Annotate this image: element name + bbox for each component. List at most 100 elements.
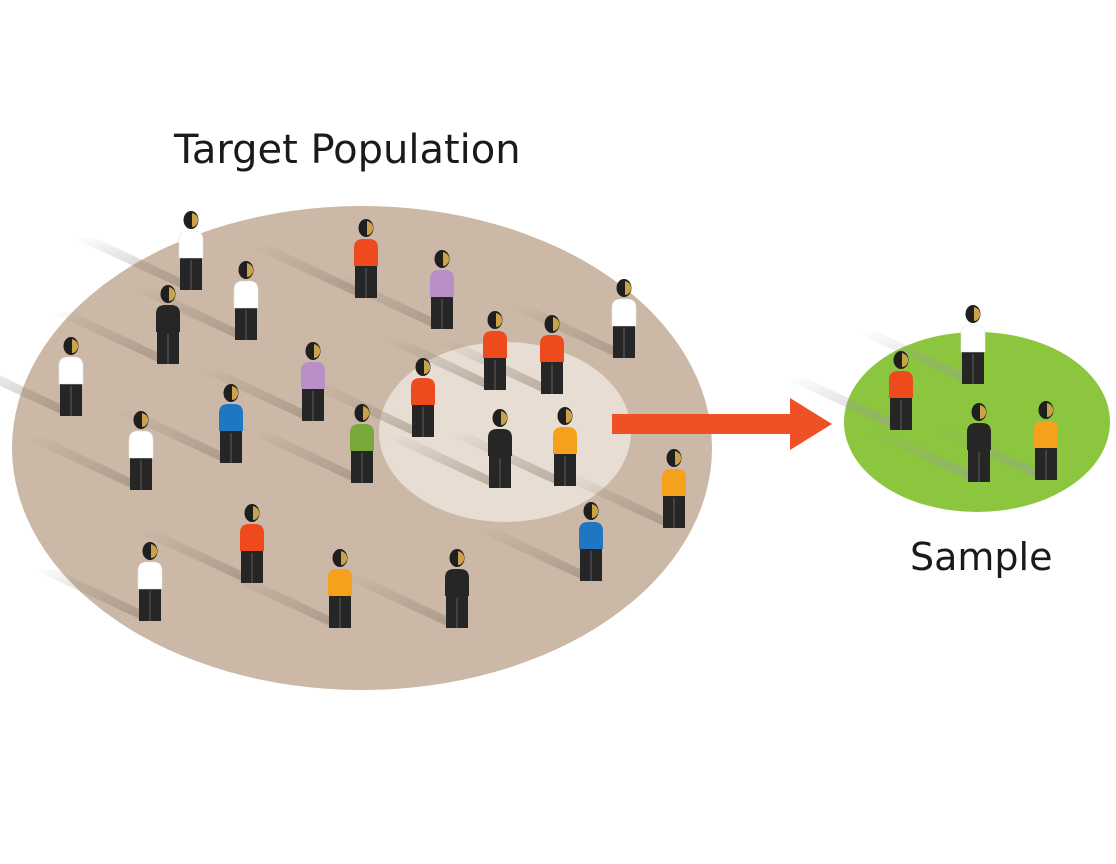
person-face	[192, 213, 199, 227]
person-leg-gap	[673, 498, 675, 528]
person-shadow	[377, 338, 505, 388]
person-shirt	[178, 230, 204, 259]
person-shirt	[445, 569, 469, 596]
person-leg-gap	[365, 268, 367, 298]
person-face	[1047, 403, 1054, 417]
population-person-red	[240, 504, 264, 583]
person-shirt	[662, 469, 686, 496]
population-person-white	[233, 261, 259, 340]
person-shirt	[889, 371, 913, 398]
person-shadow	[73, 238, 201, 288]
person-shirt	[540, 335, 564, 362]
person-shadow	[244, 431, 372, 481]
sample-people	[889, 305, 1058, 482]
person-leg-gap	[251, 553, 253, 583]
person-shadow	[506, 306, 634, 356]
arrow-head	[790, 398, 832, 450]
person-leg-gap	[590, 551, 592, 581]
person-leg-gap	[422, 407, 424, 437]
person-shirt	[611, 298, 637, 327]
person-shirt	[430, 270, 454, 297]
person-leg-gap	[245, 310, 247, 340]
sample-person-black	[967, 403, 991, 482]
population-title: Target Population	[173, 127, 521, 173]
population-person-white	[178, 211, 204, 290]
population-person-red	[540, 315, 564, 394]
person-shirt	[967, 423, 991, 450]
population-person-orange	[662, 449, 686, 528]
person-leg-gap	[190, 260, 192, 290]
population-person-red	[354, 219, 378, 298]
person-shadow	[382, 436, 510, 486]
person-face	[902, 353, 909, 367]
person-shadow	[556, 476, 684, 526]
person-face	[363, 406, 370, 420]
person-shirt	[411, 378, 435, 405]
person-shirt	[156, 305, 180, 332]
population-person-white	[128, 411, 154, 490]
population-person-blue	[219, 384, 243, 463]
person-leg-gap	[140, 460, 142, 490]
population-person-purple	[430, 250, 454, 329]
person-shadow	[473, 529, 601, 579]
person-shirt	[488, 429, 512, 456]
person-shadow	[783, 378, 911, 428]
person-shirt	[1034, 421, 1058, 448]
person-shadow	[195, 369, 323, 419]
person-face	[974, 307, 981, 321]
population-person-blue	[579, 502, 603, 581]
person-face	[566, 409, 573, 423]
person-shirt	[354, 239, 378, 266]
population-person-white	[611, 279, 637, 358]
person-shadow	[855, 332, 983, 382]
person-face	[314, 344, 321, 358]
person-face	[247, 263, 254, 277]
person-shadow	[134, 531, 262, 581]
population-people	[58, 211, 686, 628]
population-person-green	[350, 404, 374, 483]
person-shadow	[222, 576, 350, 626]
person-shirt	[233, 280, 259, 309]
arrow-shaft	[612, 414, 792, 434]
population-person-red	[411, 358, 435, 437]
person-leg-gap	[149, 591, 151, 621]
person-leg-gap	[623, 328, 625, 358]
person-shirt	[219, 404, 243, 431]
person-face	[592, 504, 599, 518]
person-shirt	[960, 324, 986, 353]
person-face	[424, 360, 431, 374]
person-shirt	[553, 427, 577, 454]
population-person-black	[445, 549, 469, 628]
person-face	[443, 252, 450, 266]
person-shirt	[350, 424, 374, 451]
right-arrow-icon	[612, 398, 832, 450]
sample-title: Sample	[910, 535, 1052, 579]
population-person-purple	[301, 342, 325, 421]
person-shirt	[128, 430, 154, 459]
person-shadow	[339, 576, 467, 626]
population-person-red	[483, 311, 507, 390]
person-leg-gap	[494, 360, 496, 390]
person-face	[253, 506, 260, 520]
person-face	[458, 551, 465, 565]
person-shirt	[240, 524, 264, 551]
person-leg-gap	[499, 458, 501, 488]
person-shirt	[301, 362, 325, 389]
person-leg-gap	[441, 299, 443, 329]
person-leg-gap	[230, 433, 232, 463]
person-shadow	[128, 288, 256, 338]
person-face	[72, 339, 79, 353]
person-leg-gap	[1045, 450, 1047, 480]
person-shadow	[928, 428, 1056, 478]
person-face	[980, 405, 987, 419]
person-leg-gap	[361, 453, 363, 483]
person-face	[151, 544, 158, 558]
person-face	[169, 287, 176, 301]
sample-person-red	[889, 351, 913, 430]
person-shirt	[328, 569, 352, 596]
population-person-white	[137, 542, 163, 621]
person-face	[496, 313, 503, 327]
person-leg-gap	[312, 391, 314, 421]
person-leg-gap	[900, 400, 902, 430]
